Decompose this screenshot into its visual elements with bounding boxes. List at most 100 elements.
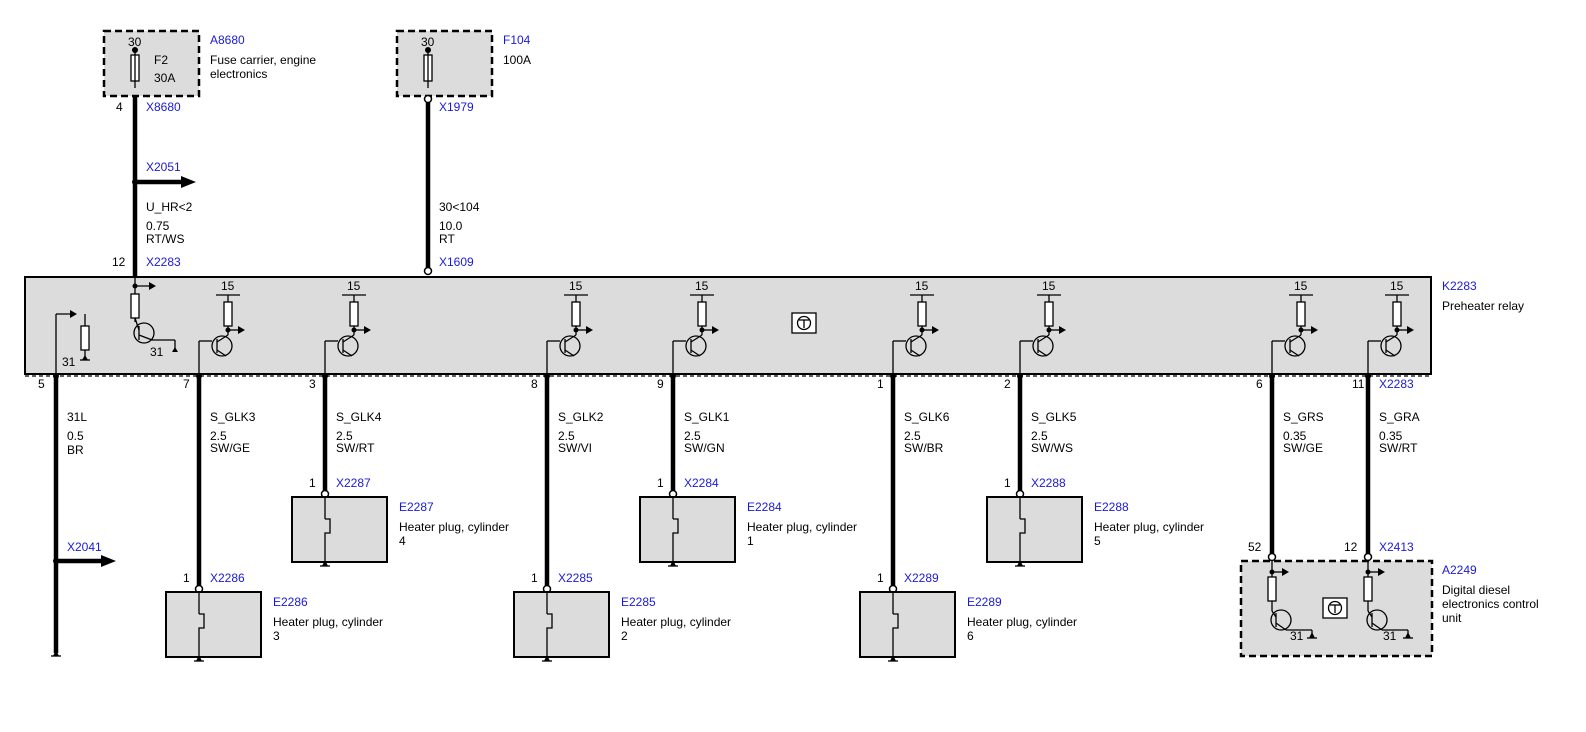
relay-channel-3: 15 — [546, 279, 593, 374]
wire-size: 2.5 — [904, 429, 921, 443]
wire-31l-color: BR — [67, 443, 84, 457]
wire-31l-pin: 5 — [38, 377, 45, 391]
relay-channel-6: 15 — [1019, 279, 1066, 374]
wire-signal: S_GLK1 — [684, 410, 730, 424]
wire-pin: 2 — [1004, 377, 1011, 391]
plug-pin: 1 — [183, 571, 190, 585]
heater-plug-cylinder: 6 — [967, 629, 974, 643]
plug-connector: X2284 — [684, 476, 719, 490]
wire-color: SW/WS — [1031, 441, 1073, 455]
wire-color: SW/VI — [558, 441, 592, 455]
relay-channel-4: 15 — [672, 279, 719, 374]
connector-x1609: X1609 — [439, 255, 474, 269]
wire-30-104-signal: 30<104 — [439, 200, 480, 214]
wire-signal: S_GRS — [1283, 410, 1324, 424]
plug-pin: 1 — [309, 476, 316, 490]
heater-plug-6-box — [859, 591, 956, 658]
wire-color: SW/GN — [684, 441, 725, 455]
terminal-15-label: 15 — [221, 279, 235, 293]
plug-connector: X2288 — [1031, 476, 1066, 490]
terminal-15-label: 15 — [569, 279, 583, 293]
wire-pin: 9 — [657, 377, 664, 391]
relay-ground-label: 31 — [62, 355, 76, 369]
plug-pin: 1 — [657, 476, 664, 490]
wire-size: 2.5 — [210, 429, 227, 443]
heater-plug-3-box — [165, 591, 262, 658]
wire-u-hr-signal: U_HR<2 — [146, 200, 193, 214]
plug-pin: 1 — [1004, 476, 1011, 490]
dde-id: A2249 — [1442, 563, 1477, 577]
terminal-15-label: 15 — [1294, 279, 1308, 293]
heater-plug-cylinder: 1 — [747, 534, 754, 548]
dde-input-stage-1 — [1267, 561, 1317, 639]
terminal-15-label: 15 — [915, 279, 929, 293]
heater-plug-desc: Heater plug, cylinder — [621, 615, 731, 629]
plug-connector: X2286 — [210, 571, 245, 585]
heater-plug-4-box — [291, 496, 388, 563]
wire-u-hr-color: RT/WS — [146, 232, 184, 246]
heater-plug-desc: Heater plug, cylinder — [399, 520, 509, 534]
wire-size: 0.35 — [1283, 429, 1307, 443]
wire-signal: S_GLK4 — [336, 410, 382, 424]
plug-pin: 1 — [531, 571, 538, 585]
relay-name: Preheater relay — [1442, 299, 1524, 313]
terminal-15-label: 15 — [695, 279, 709, 293]
heater-plug-id: E2287 — [399, 500, 434, 514]
fuse-rating: 30A — [154, 71, 175, 85]
relay-channel-5: 15 — [892, 279, 939, 374]
relay-channel-1: 15 — [198, 279, 245, 374]
heater-plug-id: E2288 — [1094, 500, 1129, 514]
wire-size: 2.5 — [1031, 429, 1048, 443]
dde-input-stage-2 — [1363, 561, 1413, 639]
plug-connector: X2287 — [336, 476, 371, 490]
wire-color: SW/GE — [1283, 441, 1323, 455]
connector-x2041: X2041 — [67, 540, 102, 554]
fuse-f104: 30 — [395, 29, 494, 98]
heater-plug-1-box — [639, 496, 736, 563]
fuse-f104-rating: 100A — [503, 53, 531, 67]
wire-signal: S_GLK5 — [1031, 410, 1077, 424]
wire-signal: S_GRA — [1379, 410, 1420, 424]
wire-pin: 3 — [309, 377, 316, 391]
heater-plug-desc: Heater plug, cylinder — [1094, 520, 1204, 534]
wire-pin: 1 — [877, 377, 884, 391]
wire-color: SW/RT — [1379, 441, 1418, 455]
connector-x2051: X2051 — [146, 160, 181, 174]
terminal-15-label: 15 — [347, 279, 361, 293]
wire-size: 2.5 — [336, 429, 353, 443]
fuse-name: F2 — [154, 53, 168, 67]
heater-plug-cylinder: 5 — [1094, 534, 1101, 548]
wire-signal: S_GLK6 — [904, 410, 950, 424]
wire-u-hr-size: 0.75 — [146, 219, 170, 233]
wire-u-hr-pin: 12 — [112, 255, 126, 269]
heater-plug-5-box — [986, 496, 1083, 563]
wire-30-104-size: 10.0 — [439, 219, 463, 233]
wire-pin: 11 — [1352, 377, 1365, 391]
wire-size: 0.35 — [1379, 429, 1403, 443]
fuse-pin-in: 30 — [128, 35, 142, 49]
relay-channel-8: 15 — [1367, 279, 1414, 374]
heater-plug-desc: Heater plug, cylinder — [967, 615, 1077, 629]
heater-plug-desc: Heater plug, cylinder — [747, 520, 857, 534]
wire-pin: 8 — [531, 377, 538, 391]
fuse-f104-pin-in: 30 — [421, 35, 435, 49]
relay-control-symbol — [791, 312, 817, 334]
wire-31l-signal: 31L — [67, 410, 87, 424]
dde-control-symbol — [1322, 597, 1348, 619]
heater-plug-id: E2289 — [967, 595, 1002, 609]
relay-input-transistor: 31 — [130, 278, 178, 359]
wire-31l-size: 0.5 — [67, 429, 84, 443]
heater-plug-cylinder: 4 — [399, 534, 406, 548]
dde-pin: 52 — [1248, 540, 1262, 554]
connector-x2283-bottom: X2283 — [1379, 377, 1414, 391]
wire-signal: S_GLK3 — [210, 410, 256, 424]
dde-desc-3: unit — [1442, 611, 1462, 625]
